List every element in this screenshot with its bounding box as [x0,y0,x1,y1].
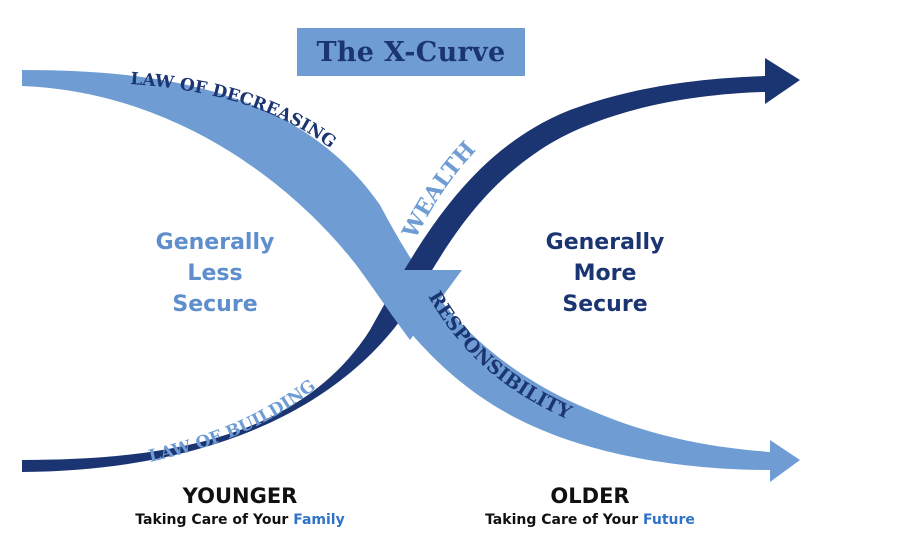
less-secure-line3: Secure [172,292,258,317]
more-secure-line1: Generally [545,230,665,255]
more-secure-line2: More [573,261,637,286]
title-banner: The X-Curve [297,28,525,76]
younger-label-group: YOUNGER Taking Care of Your Family [100,483,380,531]
more-secure-line3: Secure [562,292,648,317]
future-accent: Future [643,512,695,528]
less-secure-line1: Generally [155,230,275,255]
overlap-wedge [360,270,462,340]
older-subtitle-prefix: Taking Care of Your [485,512,644,528]
less-secure-line2: Less [187,261,243,286]
law-of-building-label: LAW OF BUILDING [147,376,320,467]
older-label-group: OLDER Taking Care of Your Future [450,483,730,531]
family-accent: Family [293,512,345,528]
more-secure-region: Generally More Secure [520,227,690,320]
dark-curve-band [22,58,800,472]
older-subtitle: Taking Care of Your Future [450,509,730,531]
diagram-title: The X-Curve [316,36,506,68]
younger-subtitle-prefix: Taking Care of Your [135,512,294,528]
younger-heading: YOUNGER [182,484,298,508]
older-heading: OLDER [550,484,630,508]
less-secure-region: Generally Less Secure [130,227,300,320]
younger-subtitle: Taking Care of Your Family [100,509,380,531]
